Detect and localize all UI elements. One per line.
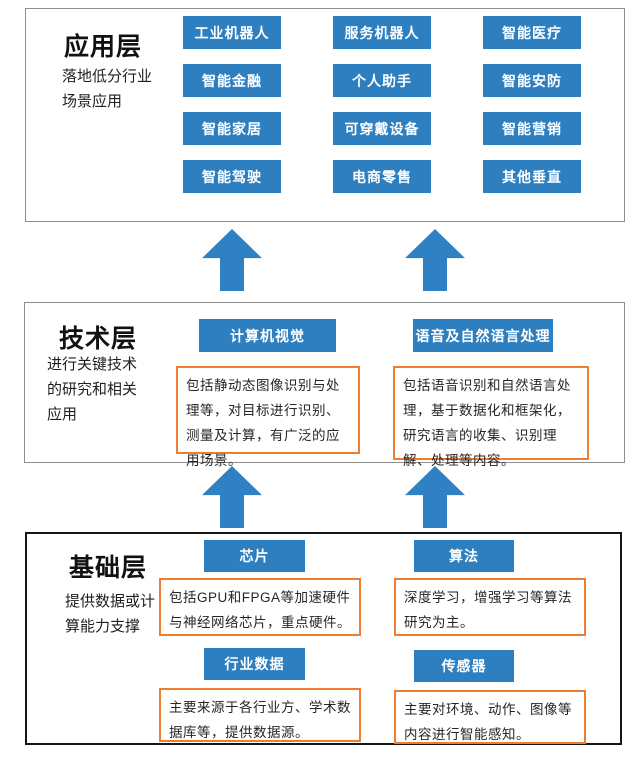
app-chip-personal-assistant: 个人助手 — [333, 64, 431, 97]
technology-layer-title: 技术层 — [59, 325, 138, 353]
base-desc-chip: 包括GPU和FPGA等加速硬件与神经网络芯片，重点硬件。 — [159, 578, 361, 636]
app-chip-other-vertical: 其他垂直 — [483, 160, 581, 193]
app-chip-industrial-robot: 工业机器人 — [183, 16, 281, 49]
base-desc-sensor: 主要对环境、动作、图像等内容进行智能感知。 — [394, 690, 586, 744]
tech-chip-speech-nlp: 语音及自然语言处理 — [413, 319, 553, 352]
base-chip-chip: 芯片 — [204, 540, 305, 572]
up-arrow-icon — [405, 466, 465, 528]
app-chip-service-robot: 服务机器人 — [333, 16, 431, 49]
technology-layer-subtitle: 进行关键技术的研究和相关应用 — [47, 356, 138, 423]
foundation-layer-title: 基础层 — [69, 554, 148, 582]
application-layer-box: 应用层 落地低分行业场景应用 工业机器人 服务机器人 智能医疗 智能金融 个人助… — [25, 8, 625, 222]
application-button-grid: 工业机器人 服务机器人 智能医疗 智能金融 个人助手 智能安防 智能家居 可穿戴… — [183, 16, 581, 193]
app-chip-ecommerce-retail: 电商零售 — [333, 160, 431, 193]
technology-layer-box: 技术层 进行关键技术的研究和相关应用 计算机视觉 包括静动态图像识别与处理等，对… — [24, 302, 625, 468]
up-arrow-icon — [405, 229, 465, 291]
app-chip-smart-finance: 智能金融 — [183, 64, 281, 97]
application-layer-subtitle: 落地低分行业场景应用 — [62, 68, 153, 110]
foundation-layer-box: 基础层 提供数据或计算能力支撑 芯片 包括GPU和FPGA等加速硬件与神经网络芯… — [25, 532, 622, 745]
tech-desc-computer-vision: 包括静动态图像识别与处理等，对目标进行识别、测量及计算，有广泛的应用场景。 — [176, 366, 360, 468]
foundation-layer-subtitle: 提供数据或计算能力支撑 — [65, 593, 156, 635]
app-chip-smart-home: 智能家居 — [183, 112, 281, 145]
application-layer-title: 应用层 — [64, 33, 143, 61]
app-chip-smart-medical: 智能医疗 — [483, 16, 581, 49]
app-chip-smart-security: 智能安防 — [483, 64, 581, 97]
base-desc-industry-data: 主要来源于各行业方、学术数据库等，提供数据源。 — [159, 688, 361, 742]
tech-chip-computer-vision: 计算机视觉 — [199, 319, 336, 352]
up-arrow-icon — [202, 229, 262, 291]
up-arrow-icon — [202, 466, 262, 528]
app-chip-wearable-device: 可穿戴设备 — [333, 112, 431, 145]
base-chip-sensor: 传感器 — [414, 650, 514, 682]
base-chip-algorithm: 算法 — [414, 540, 514, 572]
base-desc-algorithm: 深度学习，增强学习等算法研究为主。 — [394, 578, 586, 636]
tech-desc-speech-nlp: 包括语音识别和自然语言处理，基于数据化和框架化，研究语言的收集、识别理解、处理等… — [393, 366, 589, 468]
base-chip-industry-data: 行业数据 — [204, 648, 305, 680]
app-chip-smart-marketing: 智能营销 — [483, 112, 581, 145]
app-chip-smart-driving: 智能驾驶 — [183, 160, 281, 193]
